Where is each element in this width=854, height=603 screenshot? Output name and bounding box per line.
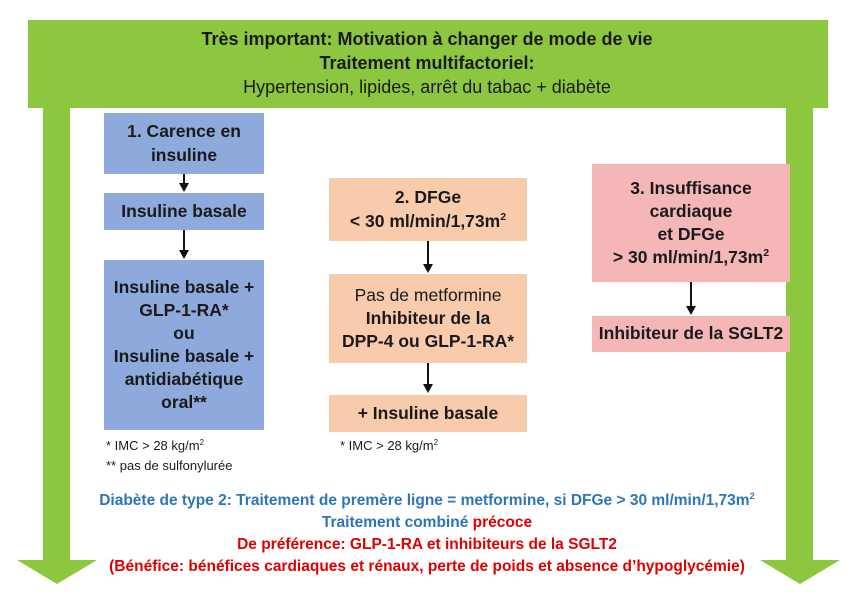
footer-text: Traitement combiné — [321, 514, 473, 531]
note-text: ** pas de sulfonylurée — [106, 457, 233, 473]
box-text: + Insuline basale — [357, 402, 499, 423]
box-text: Insuline basale — [121, 200, 247, 221]
box-text: > 30 ml/min/1,73m — [612, 247, 764, 268]
green-frame-arrow — [17, 20, 840, 584]
arrow-col1-1 — [179, 174, 189, 192]
box-carence-insuline: 1. Carence en insuline — [104, 113, 264, 174]
box-text: et DFGe — [657, 224, 725, 244]
box-text: 1. Carence en — [127, 121, 241, 142]
banner-title: Très important: Motivation à changer de … — [201, 29, 653, 49]
box-text: 3. Insuffisance — [630, 177, 752, 198]
box-text: antidiabétique — [124, 369, 244, 390]
note-sup: 2 — [199, 437, 204, 447]
footer-sup: 2 — [749, 490, 755, 501]
box-text: Insuline basale + — [113, 276, 255, 297]
note-sup: 2 — [433, 437, 438, 447]
box-text: GLP-1-RA* — [139, 299, 229, 320]
box-insuline-basale: Insuline basale — [104, 193, 264, 230]
col1-notes: * IMC > 28 kg/m2 ** pas de sulfonylurée — [106, 436, 232, 475]
box-insuffisance-cardiaque: 3. Insuffisance cardiaque et DFGe > 30 m… — [592, 164, 790, 282]
note-text: * IMC > 28 kg/m — [340, 438, 434, 453]
note-text: * IMC > 28 kg/m — [106, 438, 200, 453]
box-text: cardiaque — [649, 200, 733, 221]
box-text: ou — [173, 322, 195, 343]
box-text: Inhibiteur de la SGLT2 — [598, 323, 784, 344]
box-text: Insuline basale + — [113, 346, 255, 366]
box-plus-insuline-basale: + Insuline basale — [329, 395, 527, 432]
box-sup: 2 — [763, 247, 770, 260]
col2-notes: * IMC > 28 kg/m2 — [340, 436, 438, 456]
footer-text: précoce — [472, 514, 533, 531]
arrow-col2-2 — [423, 363, 433, 393]
box-text: Pas de metformine — [354, 284, 502, 305]
box-dfge-inf-30: 2. DFGe < 30 ml/min/1,73m2 — [329, 178, 527, 241]
arrow-col1-2 — [179, 230, 189, 259]
footer-summary: Diabète de type 2: Traitement de premère… — [40, 490, 814, 578]
footer-text: (Bénéfice: bénéfices cardiaques et rénau… — [109, 558, 745, 575]
box-insuline-basale-combinaison: Insuline basale + GLP-1-RA* ou Insuline … — [104, 260, 264, 430]
arrow-col2-1 — [423, 241, 433, 273]
box-pas-de-metformine: Pas de metformine Inhibiteur de la DPP-4… — [329, 274, 527, 363]
banner-subtitle: Traitement multifactoriel: — [319, 52, 535, 73]
box-text: Inhibiteur de la — [365, 307, 491, 328]
box-text: insuline — [150, 144, 218, 165]
footer-text: Diabète de type 2: Traitement de premère… — [99, 492, 750, 509]
box-text: DPP-4 ou GLP-1-RA* — [341, 331, 515, 352]
box-text: < 30 ml/min/1,73m — [349, 210, 501, 231]
arrow-col3-1 — [686, 282, 696, 315]
banner-detail: Hypertension, lipides, arrêt du tabac + … — [243, 76, 611, 97]
box-text: oral** — [161, 392, 207, 413]
box-sup: 2 — [500, 210, 507, 223]
box-text: 2. DFGe — [394, 187, 462, 208]
box-inhibiteur-sglt2: Inhibiteur de la SGLT2 — [592, 316, 790, 352]
banner: Très important: Motivation à changer de … — [0, 28, 854, 99]
footer-text: De préférence: GLP-1-RA et inhibiteurs d… — [237, 536, 617, 553]
